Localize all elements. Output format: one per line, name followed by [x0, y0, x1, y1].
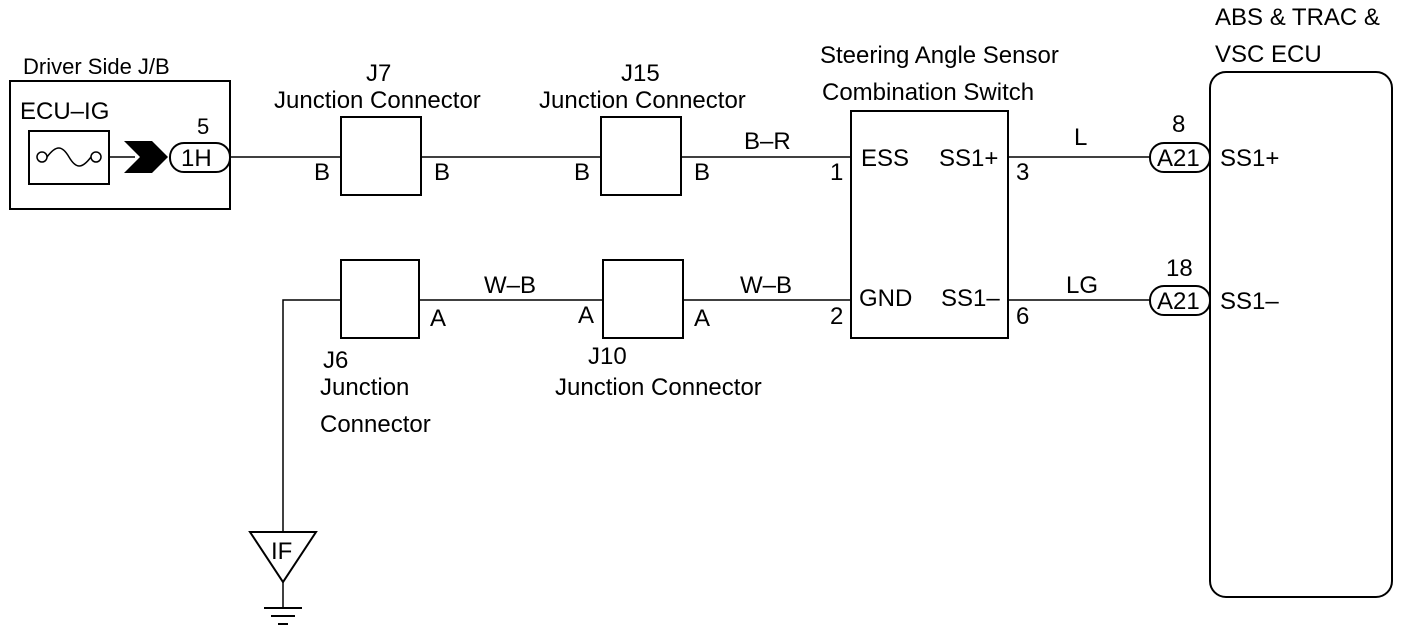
sensor-box	[850, 110, 1009, 339]
j6-name-1: Junction	[320, 374, 409, 401]
j6-pin: A	[430, 305, 446, 332]
ecu-ss1-plus: SS1+	[1220, 145, 1279, 172]
ground-icon: IF	[248, 531, 318, 625]
steering-angle-sensor: Steering Angle Sensor Combination Switch…	[820, 42, 1059, 339]
j10-right-pin: A	[694, 305, 710, 332]
j7-right-pin: B	[434, 159, 450, 186]
sensor-pin-2: 2	[830, 303, 843, 330]
ecu-title-1: ABS & TRAC &	[1215, 4, 1380, 31]
j6-id: J6	[323, 347, 348, 374]
j15-right-pin: B	[694, 159, 710, 186]
sensor-gnd: GND	[859, 285, 912, 312]
abs-trac-vsc-ecu: ABS & TRAC & VSC ECU 8 A21 SS1+ 18 A21 S…	[1149, 4, 1393, 598]
ecu-ss1-minus: SS1–	[1220, 288, 1279, 315]
sensor-title-1: Steering Angle Sensor	[820, 42, 1059, 69]
j15-box	[600, 116, 682, 196]
j10-box	[602, 259, 684, 339]
driver-jb-title: Driver Side J/B	[23, 54, 170, 79]
j10-id: J10	[588, 343, 627, 370]
connector-a21-top-label: A21	[1157, 145, 1200, 172]
connector-a21-bottom-label: A21	[1157, 288, 1200, 315]
jb-pin-5: 5	[197, 114, 209, 139]
sensor-pin-3: 3	[1016, 159, 1029, 186]
sensor-ss1-minus: SS1–	[941, 285, 1000, 312]
ecu-pin-18: 18	[1166, 255, 1193, 282]
connector-1h-label: 1H	[181, 145, 212, 172]
ground-label: IF	[271, 538, 292, 565]
sensor-pin-6: 6	[1016, 303, 1029, 330]
fuse-icon	[28, 130, 110, 185]
ecu-ig-label: ECU–IG	[20, 98, 109, 125]
wire-label-wb-1: W–B	[484, 272, 536, 299]
connector-a21-top	[1149, 142, 1211, 173]
ecu-title-2: VSC ECU	[1215, 41, 1322, 68]
sensor-ess: ESS	[861, 145, 909, 172]
wire-label-l: L	[1074, 124, 1087, 151]
j10-connector: A A J10 Junction Connector	[555, 259, 762, 401]
sensor-title-2: Combination Switch	[822, 79, 1034, 106]
wire-label-wb-2: W–B	[740, 272, 792, 299]
j6-box	[340, 259, 420, 339]
j6-name-2: Connector	[320, 411, 431, 438]
ecu-pin-8: 8	[1172, 111, 1185, 138]
j7-id: J7	[366, 60, 391, 87]
j15-left-pin: B	[574, 159, 590, 186]
j7-box	[340, 116, 422, 196]
j15-name: Junction Connector	[539, 87, 746, 114]
sensor-ss1-plus: SS1+	[939, 145, 998, 172]
wire-label-lg: LG	[1066, 272, 1098, 299]
j7-name: Junction Connector	[274, 87, 481, 114]
j15-id: J15	[621, 60, 660, 87]
wire-label-br: B–R	[744, 128, 791, 155]
connector-arrow-icon	[124, 141, 168, 173]
j7-left-pin: B	[314, 159, 330, 186]
j6-connector: A J6 Junction Connector	[320, 259, 446, 438]
j10-name: Junction Connector	[555, 374, 762, 401]
sensor-pin-1: 1	[830, 159, 843, 186]
j15-connector: J15 Junction Connector B B	[539, 60, 746, 196]
ecu-box	[1209, 71, 1393, 598]
j7-connector: J7 Junction Connector B B	[274, 60, 481, 196]
driver-side-jb: Driver Side J/B ECU–IG 5 1H	[9, 54, 231, 210]
j10-left-pin: A	[578, 302, 594, 329]
